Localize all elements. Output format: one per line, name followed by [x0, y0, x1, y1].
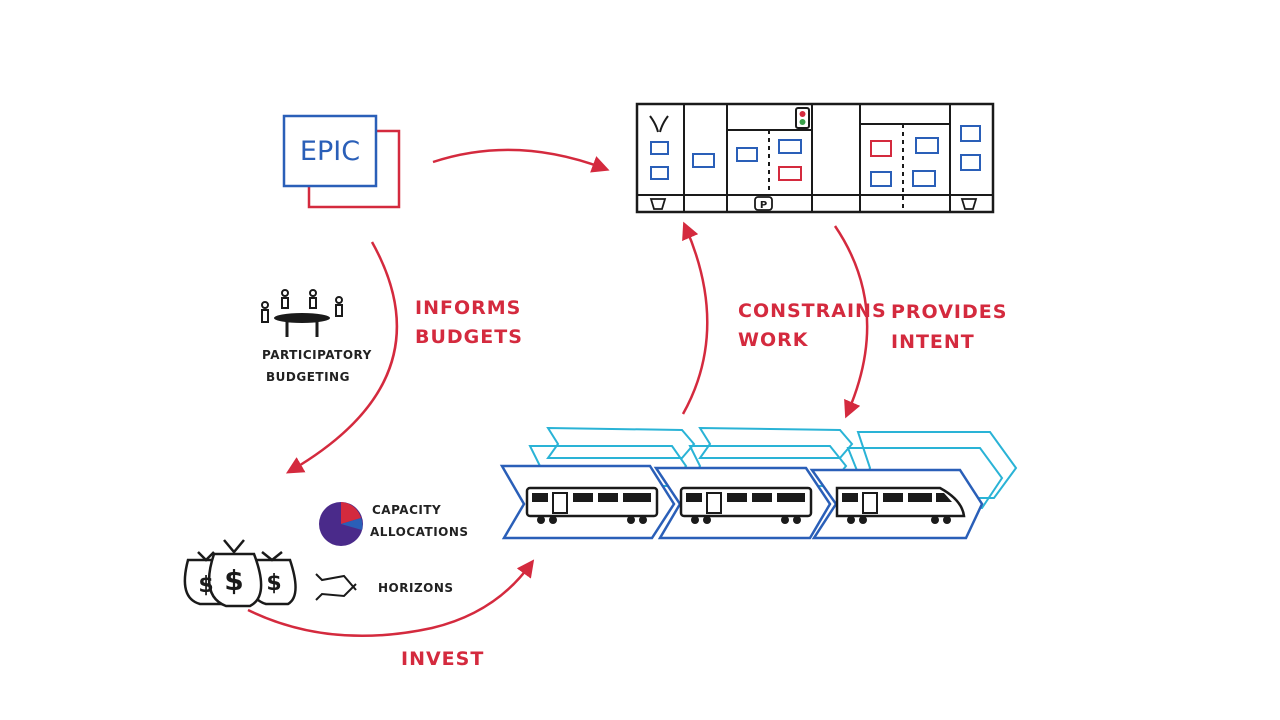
participatory-label: PARTICIPATORY [262, 348, 372, 362]
budgets-label: BUDGETS [415, 326, 523, 348]
provides-label: PROVIDES [891, 301, 1007, 323]
kanban-board-icon: P [635, 102, 995, 214]
arrow-icon [833, 225, 869, 419]
arrows [247, 148, 869, 638]
constrains-label: CONSTRAINS [738, 300, 887, 322]
budgeting-label: BUDGETING [266, 370, 350, 384]
train-icon [525, 486, 659, 524]
capacity-label: CAPACITY [372, 503, 441, 517]
arrow-icon [247, 559, 535, 638]
dollar-symbol-left: $ [198, 573, 213, 598]
trash-bin-icon [960, 198, 978, 210]
work-label: WORK [738, 329, 809, 351]
arrow-icon [681, 221, 709, 415]
participatory-budgeting-icon [261, 289, 343, 337]
epic-card-icon: EPIC [282, 114, 401, 209]
informs-label: INFORMS [415, 297, 521, 319]
train-icon [679, 486, 813, 524]
intent-label: INTENT [891, 331, 975, 353]
invest-label: INVEST [401, 648, 484, 670]
arrow-icon [285, 241, 399, 474]
horizons-label: HORIZONS [378, 581, 454, 595]
value-streams [499, 426, 1018, 540]
traffic-light-icon [795, 107, 810, 129]
horizons-icon [315, 573, 357, 601]
epic-label: EPIC [300, 136, 360, 167]
parking-icon [754, 196, 773, 211]
arrow-icon [432, 148, 610, 173]
money-bags-icon: $ $ $ [183, 539, 297, 608]
train-icon [835, 486, 966, 524]
dollar-symbol-center: $ [224, 564, 243, 597]
funnel-icon [649, 115, 669, 133]
parking-symbol: P [760, 200, 767, 211]
allocations-label: ALLOCATIONS [370, 525, 469, 539]
pie-chart-icon [319, 502, 363, 546]
dollar-symbol-right: $ [266, 571, 281, 596]
trash-bin-icon [649, 198, 667, 210]
